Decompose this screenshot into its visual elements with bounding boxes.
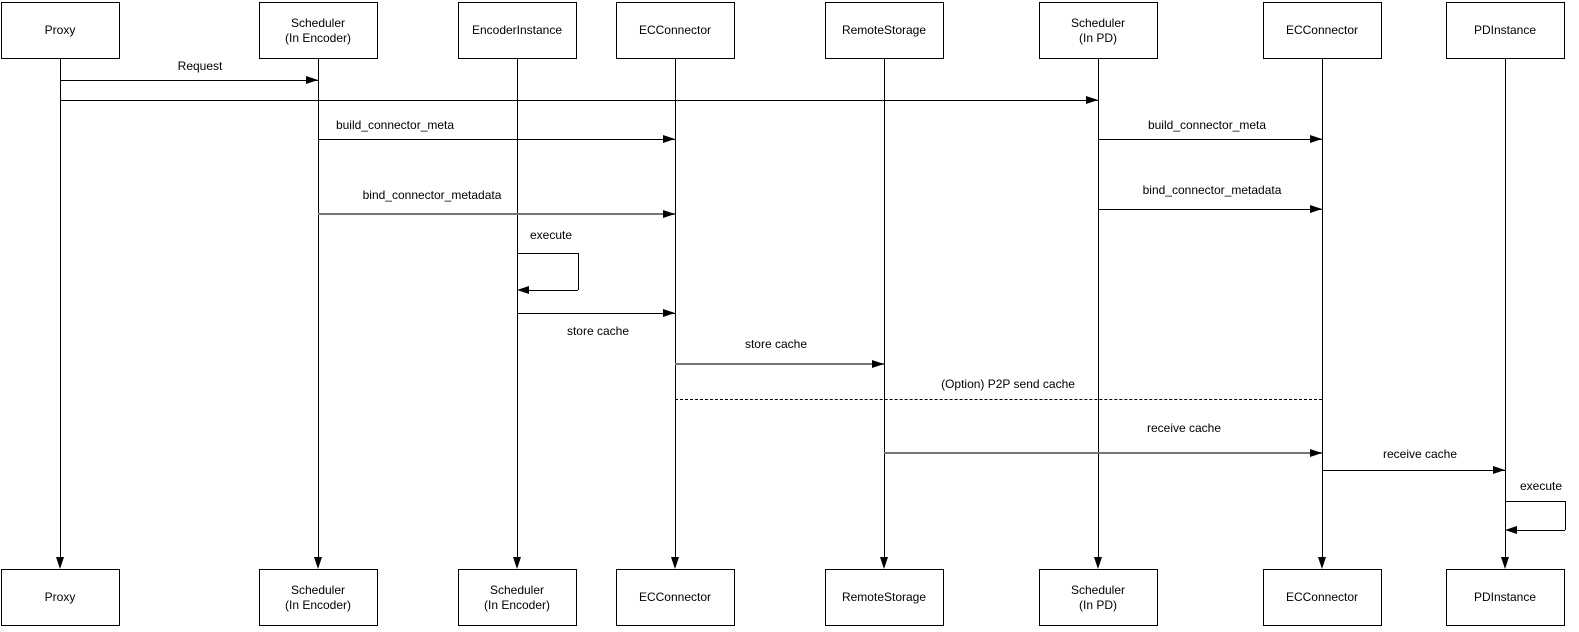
participant-top-scheduler-in-encoder: Scheduler(In Encoder) <box>258 2 378 59</box>
message-label-2: build_connector_meta <box>335 118 455 132</box>
self-message-top-line-6 <box>517 253 578 254</box>
message-line-5 <box>1098 209 1322 210</box>
participant-label: EncoderInstance <box>471 23 563 37</box>
participant-label: Scheduler <box>1070 582 1126 597</box>
message-line-7 <box>517 313 675 314</box>
lifeline-arrowhead-down-icon <box>670 557 679 569</box>
participant-label: (In Encoder) <box>284 30 352 45</box>
message-label-8: store cache <box>744 337 808 351</box>
participant-bottom-scheduler-in-pd: Scheduler(In PD) <box>1038 569 1158 626</box>
participant-bottom-pd-instance: PDInstance <box>1445 569 1565 626</box>
message-arrowhead-right-icon <box>1493 465 1505 474</box>
self-message-arrowhead-left-icon <box>517 285 529 294</box>
participant-label: ECConnector <box>1285 23 1359 37</box>
self-message-bottom-line-6 <box>528 290 578 291</box>
message-line-3 <box>1098 139 1322 140</box>
message-label-7: store cache <box>566 324 630 338</box>
lifeline-encoder-instance <box>516 59 518 557</box>
lifeline-scheduler-in-pd <box>1097 59 1099 557</box>
participant-label: (In Encoder) <box>284 597 352 612</box>
message-label-11: receive cache <box>1382 447 1458 461</box>
participant-label: PDInstance <box>1473 590 1537 604</box>
message-arrowhead-right-icon <box>1086 95 1098 104</box>
participant-top-ec-connector-1: ECConnector <box>615 2 735 59</box>
participant-top-ec-connector-2: ECConnector <box>1262 2 1382 59</box>
participant-top-scheduler-in-pd: Scheduler(In PD) <box>1038 2 1158 59</box>
message-label-4: bind_connector_metadata <box>362 188 502 202</box>
participant-label: (In Encoder) <box>483 597 551 612</box>
message-line-1 <box>60 100 1098 101</box>
message-label-9: (Option) P2P send cache <box>941 377 1075 391</box>
lifeline-arrowhead-down-icon <box>512 557 521 569</box>
lifeline-arrowhead-down-icon <box>1317 557 1326 569</box>
participant-bottom-encoder-instance: Scheduler(In Encoder) <box>457 569 577 626</box>
self-message-right-line-6 <box>577 253 579 290</box>
message-label-0: Request <box>177 59 223 73</box>
participant-label: (In PD) <box>1078 597 1117 612</box>
message-label-5: bind_connector_metadata <box>1142 183 1282 197</box>
participant-top-encoder-instance: EncoderInstance <box>457 2 577 59</box>
message-arrowhead-right-icon <box>872 359 884 368</box>
message-label-12: execute <box>1519 479 1563 493</box>
message-arrowhead-right-icon <box>663 209 675 218</box>
lifeline-arrowhead-down-icon <box>55 557 64 569</box>
participant-label: RemoteStorage <box>841 23 927 37</box>
participant-label: (In PD) <box>1078 30 1117 45</box>
participant-label: Scheduler <box>290 582 346 597</box>
message-arrowhead-right-icon <box>306 75 318 84</box>
message-line-0 <box>60 80 318 81</box>
participant-label: RemoteStorage <box>841 590 927 604</box>
participant-label: Scheduler <box>290 15 346 30</box>
message-arrowhead-right-icon <box>1310 204 1322 213</box>
lifeline-remote-storage <box>883 59 885 557</box>
participant-label: ECConnector <box>638 23 712 37</box>
participant-label: Scheduler <box>489 582 545 597</box>
participant-bottom-ec-connector-1: ECConnector <box>615 569 735 626</box>
message-label-3: build_connector_meta <box>1147 118 1267 132</box>
participant-bottom-scheduler-in-encoder: Scheduler(In Encoder) <box>258 569 378 626</box>
participant-label: ECConnector <box>1285 590 1359 604</box>
participant-label: PDInstance <box>1473 23 1537 37</box>
participant-top-remote-storage: RemoteStorage <box>824 2 944 59</box>
lifeline-arrowhead-down-icon <box>879 557 888 569</box>
participant-bottom-ec-connector-2: ECConnector <box>1262 569 1382 626</box>
lifeline-ec-connector-2 <box>1321 59 1323 557</box>
message-line-9 <box>675 399 1322 400</box>
lifeline-scheduler-in-encoder <box>317 59 319 557</box>
message-arrowhead-right-icon <box>1310 448 1322 457</box>
lifeline-ec-connector-1 <box>674 59 676 557</box>
participant-label: Proxy <box>44 23 76 37</box>
message-line-8 <box>675 363 884 365</box>
message-arrowhead-right-icon <box>1310 134 1322 143</box>
lifeline-arrowhead-down-icon <box>1093 557 1102 569</box>
participant-top-pd-instance: PDInstance <box>1445 2 1565 59</box>
message-arrowhead-right-icon <box>663 134 675 143</box>
lifeline-pd-instance <box>1504 59 1506 557</box>
message-line-10 <box>884 452 1322 454</box>
lifeline-arrowhead-down-icon <box>1500 557 1509 569</box>
participant-label: ECConnector <box>638 590 712 604</box>
self-message-arrowhead-left-icon <box>1505 525 1517 534</box>
message-line-2 <box>318 139 675 140</box>
participant-label: Proxy <box>44 590 76 604</box>
participant-bottom-proxy: Proxy <box>0 569 120 626</box>
message-line-11 <box>1322 470 1505 471</box>
message-label-6: execute <box>529 228 573 242</box>
lifeline-proxy <box>59 59 61 557</box>
message-arrowhead-right-icon <box>663 308 675 317</box>
participant-top-proxy: Proxy <box>0 2 120 59</box>
self-message-right-line-12 <box>1564 501 1566 530</box>
lifeline-arrowhead-down-icon <box>313 557 322 569</box>
message-label-10: receive cache <box>1146 421 1222 435</box>
participant-label: Scheduler <box>1070 15 1126 30</box>
participant-bottom-remote-storage: RemoteStorage <box>824 569 944 626</box>
self-message-top-line-12 <box>1505 501 1565 502</box>
self-message-bottom-line-12 <box>1516 530 1565 531</box>
message-line-4 <box>318 213 675 215</box>
